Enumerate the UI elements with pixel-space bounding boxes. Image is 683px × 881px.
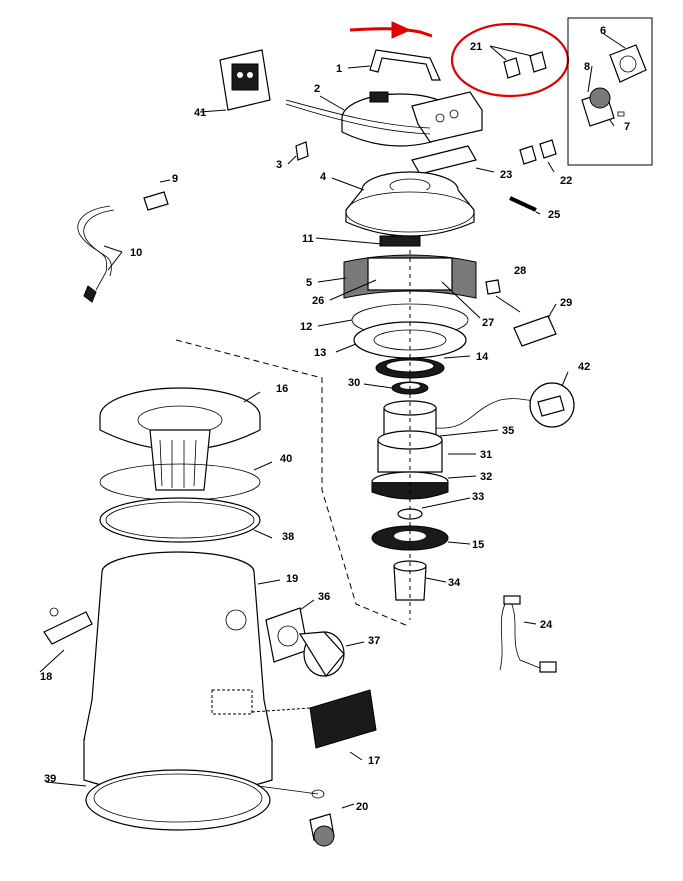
part-28-clip xyxy=(485,279,501,295)
dashed-assembly-line xyxy=(175,339,409,627)
part-42-inset xyxy=(529,371,575,428)
callout-9: 9 xyxy=(172,173,178,185)
leader-35 xyxy=(439,429,499,437)
part-25-screw xyxy=(509,196,541,215)
part-10-power-cord xyxy=(77,205,123,303)
callout-40: 40 xyxy=(280,453,292,465)
leader-11 xyxy=(315,237,383,245)
callout-26: 26 xyxy=(312,295,324,307)
leader-26 xyxy=(329,279,377,301)
callout-35: 35 xyxy=(502,425,514,437)
callout-15: 15 xyxy=(472,539,484,551)
callout-42: 42 xyxy=(578,361,590,373)
part-34-cup xyxy=(393,560,447,601)
callout-36: 36 xyxy=(318,591,330,603)
callout-3: 3 xyxy=(276,159,282,171)
inset-box-socket xyxy=(567,17,653,166)
callout-27: 27 xyxy=(482,317,494,329)
callout-4: 4 xyxy=(320,171,327,183)
callout-2: 2 xyxy=(314,83,320,95)
callout-10: 10 xyxy=(130,247,142,259)
callout-13: 13 xyxy=(314,347,326,359)
part-23-bracket xyxy=(411,145,495,175)
callout-38: 38 xyxy=(282,531,294,543)
part-16-filter-cage xyxy=(99,387,261,491)
callout-23: 23 xyxy=(500,169,512,181)
callout-5: 5 xyxy=(306,277,312,289)
callout-29: 29 xyxy=(560,297,572,309)
callout-18: 18 xyxy=(40,671,52,683)
part-17-label xyxy=(251,689,377,761)
callout-33: 33 xyxy=(472,491,484,503)
callout-28: 28 xyxy=(514,265,526,277)
callout-12: 12 xyxy=(300,321,312,333)
part-39-base xyxy=(45,769,271,831)
part-37-inlet xyxy=(298,631,365,678)
part-1-handle xyxy=(347,49,441,81)
part-33-nut xyxy=(397,497,471,520)
part-19-container xyxy=(83,551,281,796)
callout-20: 20 xyxy=(356,801,368,813)
callout-1: 1 xyxy=(336,63,342,75)
part-38-seal xyxy=(99,497,273,543)
callout-32: 32 xyxy=(480,471,492,483)
callout-34: 34 xyxy=(448,577,461,589)
red-annotation-arrow xyxy=(349,21,433,39)
callout-21: 21 xyxy=(470,41,482,53)
callout-6: 6 xyxy=(600,25,606,37)
part-4-motor-housing xyxy=(331,171,475,247)
part-21-clips xyxy=(489,45,547,79)
part-32-fan xyxy=(371,471,477,500)
callout-30: 30 xyxy=(348,377,360,389)
callout-22: 22 xyxy=(560,175,572,187)
callout-8: 8 xyxy=(584,61,590,73)
part-22-switches xyxy=(519,139,557,173)
callout-17: 17 xyxy=(368,755,380,767)
part-14-ring xyxy=(375,355,471,379)
part-18-clamp xyxy=(39,607,93,673)
part-15-seal xyxy=(371,525,471,551)
callout-24: 24 xyxy=(540,619,553,631)
part-29-board xyxy=(495,295,557,347)
callout-11: 11 xyxy=(302,233,314,245)
part-24-harness xyxy=(499,595,557,673)
callout-31: 31 xyxy=(480,449,492,461)
callout-7: 7 xyxy=(624,121,630,133)
leader-27 xyxy=(441,281,481,319)
part-9-clamp xyxy=(143,179,171,211)
callout-39: 39 xyxy=(44,773,56,785)
callout-25: 25 xyxy=(548,209,560,221)
part-13-gasket xyxy=(335,321,467,359)
callout-16: 16 xyxy=(276,383,288,395)
callout-37: 37 xyxy=(368,635,380,647)
part-3-clip xyxy=(287,141,309,165)
part-41-label-plate xyxy=(199,49,271,113)
callout-41: 41 xyxy=(194,107,206,119)
part-30-bearing xyxy=(363,381,429,395)
part-20-castor xyxy=(257,785,355,847)
part-2-motor-head-cover xyxy=(285,91,483,147)
callout-14: 14 xyxy=(476,351,489,363)
callout-19: 19 xyxy=(286,573,298,585)
